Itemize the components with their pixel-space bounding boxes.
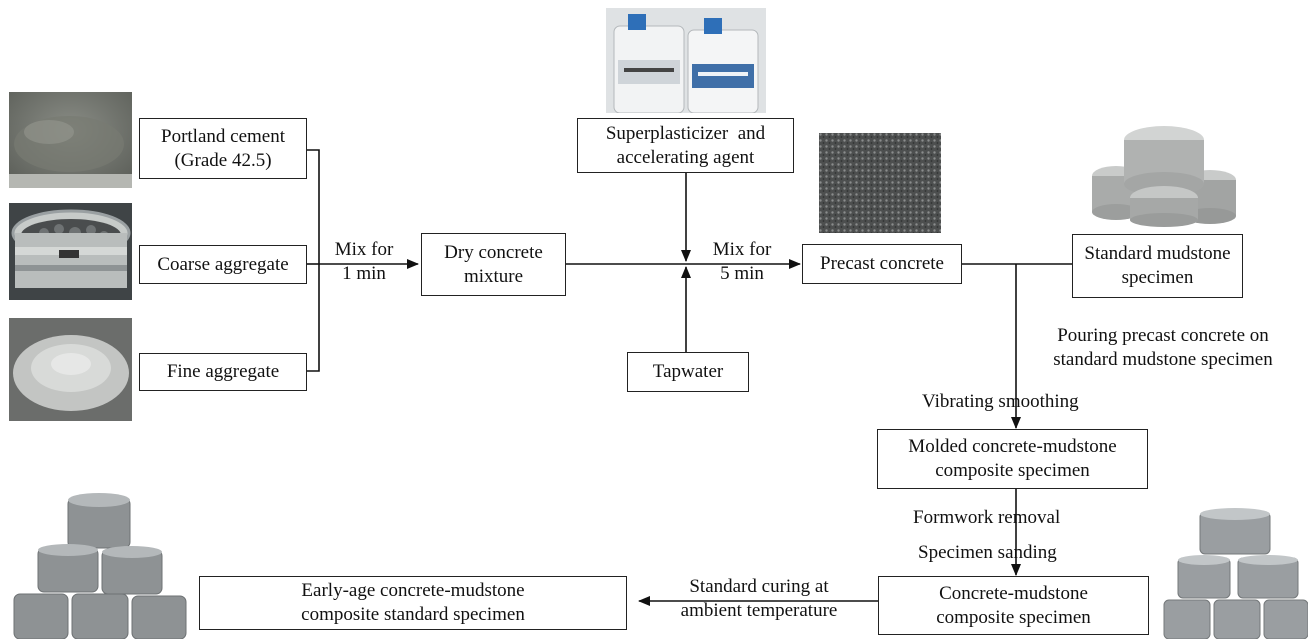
pouring-line1: Pouring precast concrete on [1057,325,1269,346]
mudstone-line2: specimen [1121,267,1194,288]
portland-cement-box: Portland cement (Grade 42.5) [139,118,307,179]
vibrating-smoothing-label: Vibrating smoothing [922,391,1079,412]
molded-line1: Molded concrete-mudstone [908,436,1117,457]
mix-1min-line2: 1 min [342,263,386,284]
precast-concrete-box: Precast concrete [802,244,962,284]
coarse-aggregate-label: Coarse aggregate [157,253,289,275]
mix-5min-line1: Mix for [712,239,772,260]
early-age-specimens-photo [10,490,188,639]
mudstone-specimen-box: Standard mudstone specimen [1072,234,1243,298]
mudstone-specimens-photo [1088,120,1240,228]
dry-mixture-line1: Dry concrete [444,241,543,263]
precast-concrete-label: Precast concrete [820,253,944,274]
fine-aggregate-box: Fine aggregate [139,353,307,391]
mix-1min-label: Mix for 1 min [322,238,406,286]
molded-line2: composite specimen [935,460,1090,481]
molded-specimen-box: Molded concrete-mudstone composite speci… [877,429,1148,489]
early-age-line2: composite standard specimen [301,604,525,625]
standard-curing-line2: ambient temperature [680,600,838,621]
admixture-box: Superplasticizer and accelerating agent [577,118,794,173]
tapwater-box: Tapwater [627,352,749,392]
early-age-specimen-box: Early-age concrete-mudstone composite st… [199,576,627,630]
specimen-sanding-label: Specimen sanding [918,542,1057,563]
fine-aggregate-photo [9,318,132,421]
early-age-line1: Early-age concrete-mudstone [301,580,525,601]
cement-photo [9,92,132,188]
formwork-removal-label: Formwork removal [913,507,1061,528]
pouring-line2: standard mudstone specimen [1053,349,1273,370]
standard-curing-label: Standard curing at ambient temperature [654,575,864,623]
precast-concrete-photo [819,133,941,233]
mix-5min-line2: 5 min [720,263,764,284]
pouring-label: Pouring precast concrete on standard mud… [1022,324,1304,372]
standard-curing-line1: Standard curing at [689,576,829,597]
mix-1min-line1: Mix for [334,239,394,260]
composite-line2: composite specimen [936,606,1091,628]
composite-specimens-photo [1160,508,1308,639]
dry-mixture-line2: mixture [463,265,524,287]
admixture-line2: accelerating agent [616,146,755,168]
portland-cement-line2: (Grade 42.5) [174,149,272,171]
composite-line1: Concrete-mudstone [939,582,1088,604]
composite-specimen-box: Concrete-mudstone composite specimen [878,576,1149,635]
admixture-line1: Superplasticizer and [605,122,766,144]
mix-5min-label: Mix for 5 min [700,238,784,286]
coarse-aggregate-photo [9,203,132,300]
portland-cement-line1: Portland cement [161,125,285,147]
mudstone-line1: Standard mudstone [1084,243,1231,264]
admixture-bottles-photo [606,8,766,113]
tapwater-label: Tapwater [652,361,724,382]
fine-aggregate-label: Fine aggregate [166,361,280,382]
dry-concrete-mixture-box: Dry concrete mixture [421,233,566,296]
coarse-aggregate-box: Coarse aggregate [139,245,307,284]
